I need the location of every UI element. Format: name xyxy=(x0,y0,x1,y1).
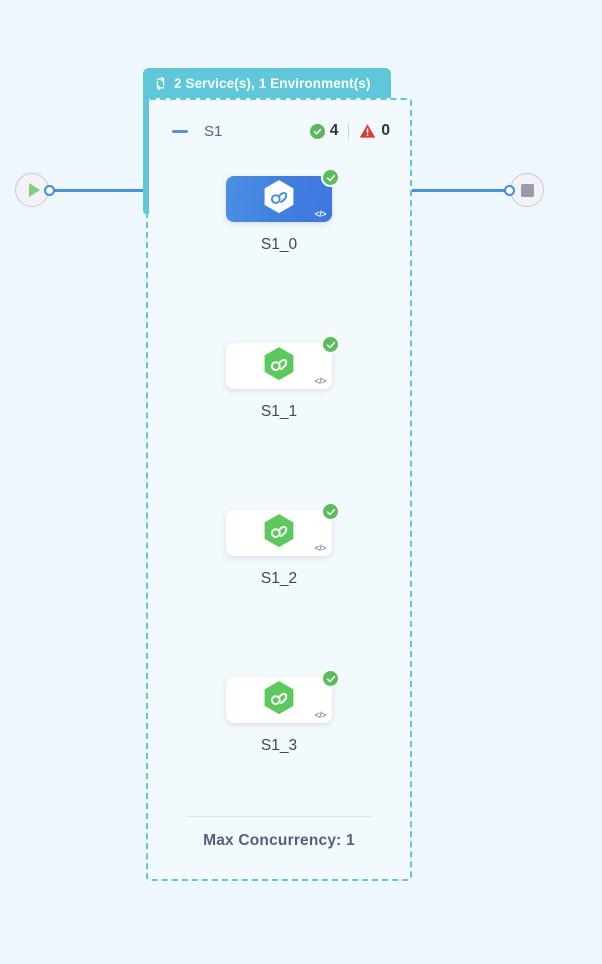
success-counter: 4 xyxy=(309,122,339,140)
start-terminal[interactable] xyxy=(15,173,49,207)
check-circle-icon xyxy=(321,335,340,354)
node-label: S1_2 xyxy=(260,570,298,587)
node-s1-2[interactable]: </> S1_2 xyxy=(226,502,340,588)
success-count: 4 xyxy=(329,122,339,139)
hexagon-infinity-icon xyxy=(262,680,296,721)
node-s1-0[interactable]: </> S1_0 xyxy=(226,168,340,254)
stop-square-icon xyxy=(520,183,534,197)
node-card[interactable]: </> xyxy=(226,335,340,389)
sync-arrows-icon xyxy=(153,76,168,91)
code-icon: </> xyxy=(314,543,326,553)
check-circle-icon xyxy=(321,168,340,187)
end-terminal[interactable] xyxy=(510,173,544,207)
node-label: S1_3 xyxy=(260,737,298,754)
check-circle-icon xyxy=(321,669,340,688)
code-icon: </> xyxy=(314,376,326,386)
max-concurrency-label: Max Concurrency: 1 xyxy=(203,832,355,849)
warning-triangle-icon xyxy=(359,123,376,139)
code-icon: </> xyxy=(314,710,326,720)
node-label: S1_1 xyxy=(260,403,298,420)
service-name-label: S1 xyxy=(204,122,223,140)
check-circle-icon xyxy=(321,502,340,521)
node-card[interactable]: </> xyxy=(226,168,340,222)
service-summary-row[interactable]: S1 4 0 xyxy=(172,118,390,144)
edge-start-to-group xyxy=(53,189,146,192)
error-counter: 0 xyxy=(359,122,390,140)
hexagon-infinity-icon xyxy=(262,346,296,387)
code-icon: </> xyxy=(314,209,326,219)
footer-divider xyxy=(186,816,372,817)
error-count: 0 xyxy=(381,122,390,139)
group-header-rail xyxy=(143,96,149,214)
hexagon-infinity-icon xyxy=(262,179,296,220)
minus-icon[interactable] xyxy=(172,129,188,133)
end-connector-dot[interactable] xyxy=(504,185,515,196)
service-counters: 4 0 xyxy=(309,122,390,140)
node-label: S1_0 xyxy=(260,236,298,253)
start-connector-dot[interactable] xyxy=(44,185,55,196)
group-header[interactable]: 2 Service(s), 1 Environment(s) xyxy=(143,68,391,98)
check-circle-icon xyxy=(309,123,325,139)
node-card[interactable]: </> xyxy=(226,502,340,556)
hexagon-infinity-icon xyxy=(262,513,296,554)
service-group-container xyxy=(146,98,412,881)
group-header-label: 2 Service(s), 1 Environment(s) xyxy=(174,75,371,91)
play-icon xyxy=(28,183,40,197)
edge-group-to-end xyxy=(412,189,506,192)
node-card[interactable]: </> xyxy=(226,669,340,723)
node-s1-1[interactable]: </> S1_1 xyxy=(226,335,340,421)
counter-divider xyxy=(348,122,350,140)
node-s1-3[interactable]: </> S1_3 xyxy=(226,669,340,755)
